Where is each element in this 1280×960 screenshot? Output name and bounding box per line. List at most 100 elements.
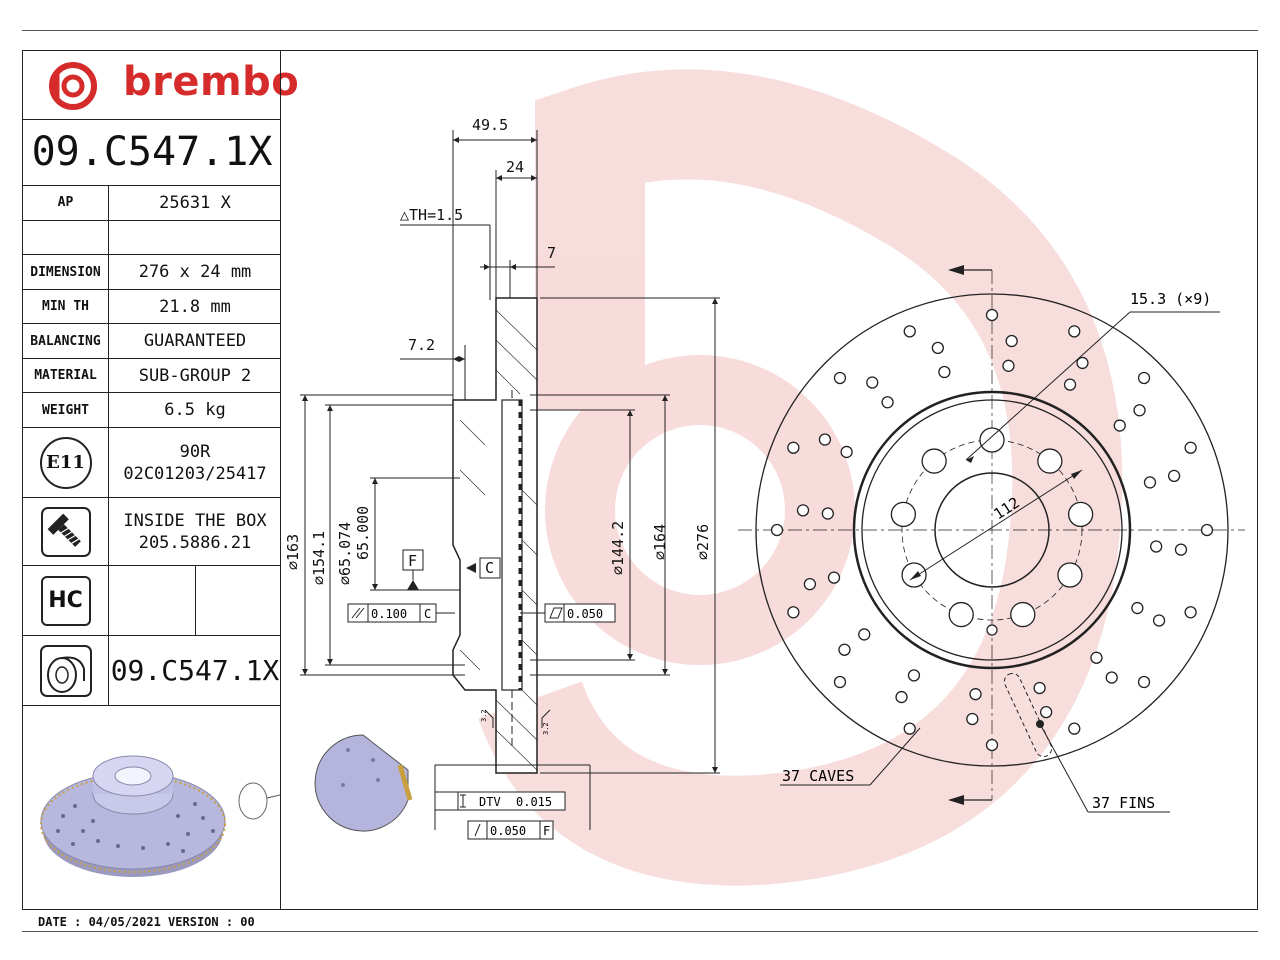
datum-f: F (408, 552, 417, 570)
dim-th: △TH=1.5 (400, 206, 463, 224)
spec-label: BALANCING (23, 324, 109, 358)
spec-value: GUARANTEED (143, 331, 247, 351)
brand-logo: brembo (23, 51, 299, 120)
spec-row-weight: WEIGHT 6.5 kg (23, 393, 281, 428)
drilled-hole (787, 606, 800, 619)
screw-value: INSIDE THE BOX 205.5886.21 (109, 498, 281, 565)
bolt-hole (1037, 448, 1063, 474)
spec-label: MATERIAL (23, 359, 109, 392)
drilled-hole (985, 308, 999, 322)
drilled-hole (1005, 334, 1018, 348)
hc-row: HC (23, 566, 281, 636)
empty-label (23, 221, 109, 254)
bolt-hole (948, 601, 974, 628)
dim-144-2: ⌀144.2 (609, 521, 627, 575)
drilled-hole (1105, 671, 1118, 684)
drilled-hole (1113, 419, 1126, 432)
screw-icon (40, 506, 91, 557)
footer-info: DATE : 04/05/2021 VERSION : 00 (38, 915, 255, 929)
spec-label: MIN TH (23, 290, 109, 323)
drilled-hole (827, 571, 841, 584)
drilled-hole (985, 738, 999, 752)
bolt-hole (901, 562, 927, 588)
drilled-hole (1133, 404, 1146, 417)
drilled-hole (833, 371, 847, 385)
drilled-hole (818, 433, 832, 446)
e11-cell: E11 (23, 428, 109, 497)
spec-label: DIMENSION (23, 255, 109, 289)
dim-164: ⌀164 (651, 524, 669, 560)
drilled-hole (1068, 325, 1081, 338)
datum-c: C (485, 559, 494, 577)
empty-row (23, 221, 281, 255)
drilled-hole (787, 441, 800, 454)
tol-runout: 0.050 (490, 824, 526, 838)
screw-row: INSIDE THE BOX 205.5886.21 (23, 498, 281, 566)
drilled-hole (1167, 469, 1181, 482)
drilled-hole (966, 712, 979, 726)
tol-runout-ref: F (543, 824, 550, 838)
spec-value: 276 x 24 mm (138, 262, 252, 282)
drilled-hole (796, 504, 810, 517)
e11-label: E11 (46, 452, 85, 473)
bolt-hole (979, 427, 1005, 453)
spec-value: 21.8 mm (159, 296, 231, 317)
drilled-hole (821, 507, 834, 520)
part-number: 09.C547.1X (23, 119, 281, 186)
drilled-hole (1137, 371, 1151, 385)
caves-label: 37 CAVES (782, 767, 854, 785)
bottom-part-number: 09.C547.1X (110, 654, 280, 687)
screw-cell (23, 498, 109, 565)
drilled-hole (1002, 359, 1015, 372)
dim-276: ⌀276 (694, 524, 712, 560)
dim-163: ⌀163 (284, 534, 302, 570)
drilled-hole (903, 325, 916, 338)
drilled-hole (895, 690, 908, 704)
drilled-hole (1150, 540, 1163, 553)
drilled-hole (1068, 722, 1081, 735)
bolt-hole (1057, 562, 1083, 588)
datum-c-box (479, 557, 501, 579)
drilled-hole (938, 365, 951, 379)
drilled-hole (907, 669, 921, 682)
drilled-hole (903, 722, 916, 735)
drilled-hole (838, 643, 851, 656)
dim-24: 24 (506, 158, 524, 176)
drilled-hole (1040, 705, 1053, 719)
drilled-hole (858, 628, 871, 641)
drilled-hole (770, 523, 784, 537)
drilled-hole (1200, 523, 1214, 537)
tol-dtv: 0.015 (516, 795, 552, 809)
hc-badge: HC (40, 575, 91, 626)
drawing-frame (280, 50, 1258, 910)
bolt-hole (1067, 501, 1094, 528)
disc-icon (39, 644, 92, 697)
spec-value: SUB-GROUP 2 (138, 365, 252, 386)
drilled-hole (1184, 606, 1197, 619)
front-view: 112 15.3 (×9) 37 CAVES 37 FINS (738, 265, 1245, 813)
drilled-hole (1143, 476, 1157, 489)
drilled-hole (931, 341, 944, 355)
e11-badge: E11 (39, 436, 92, 489)
spec-row-material: MATERIAL SUB-GROUP 2 (23, 359, 281, 393)
drilled-hole (881, 396, 894, 409)
drilled-hole (1076, 356, 1089, 370)
dim-7: 7 (547, 244, 556, 262)
disc-3d-render (40, 755, 281, 877)
tol-parallel: 0.100 (371, 607, 407, 621)
roughness-right: 3.2 (542, 722, 550, 735)
section-view: 49.5 24 △TH=1.5 7 7.2 ⌀163 ⌀154.1 ⌀65.07… (284, 116, 720, 840)
roughness-left: 3.2 (480, 709, 488, 722)
drilled-hole (1152, 614, 1166, 627)
dim-65-074: ⌀65.074 (336, 522, 354, 585)
spec-row-balancing: BALANCING GUARANTEED (23, 324, 281, 359)
drilled-hole (1131, 601, 1144, 615)
e11-value-1: 90R (179, 441, 211, 462)
tol-flatness: 0.050 (567, 607, 603, 621)
bolt-hole (1010, 601, 1036, 628)
spec-label: WEIGHT (23, 393, 109, 427)
dim-154-1: ⌀154.1 (310, 531, 328, 585)
title-block: brembo 09.C547.1X AP 25631 X DIMENSION 2… (22, 50, 299, 910)
hc-cell: HC (23, 566, 109, 635)
